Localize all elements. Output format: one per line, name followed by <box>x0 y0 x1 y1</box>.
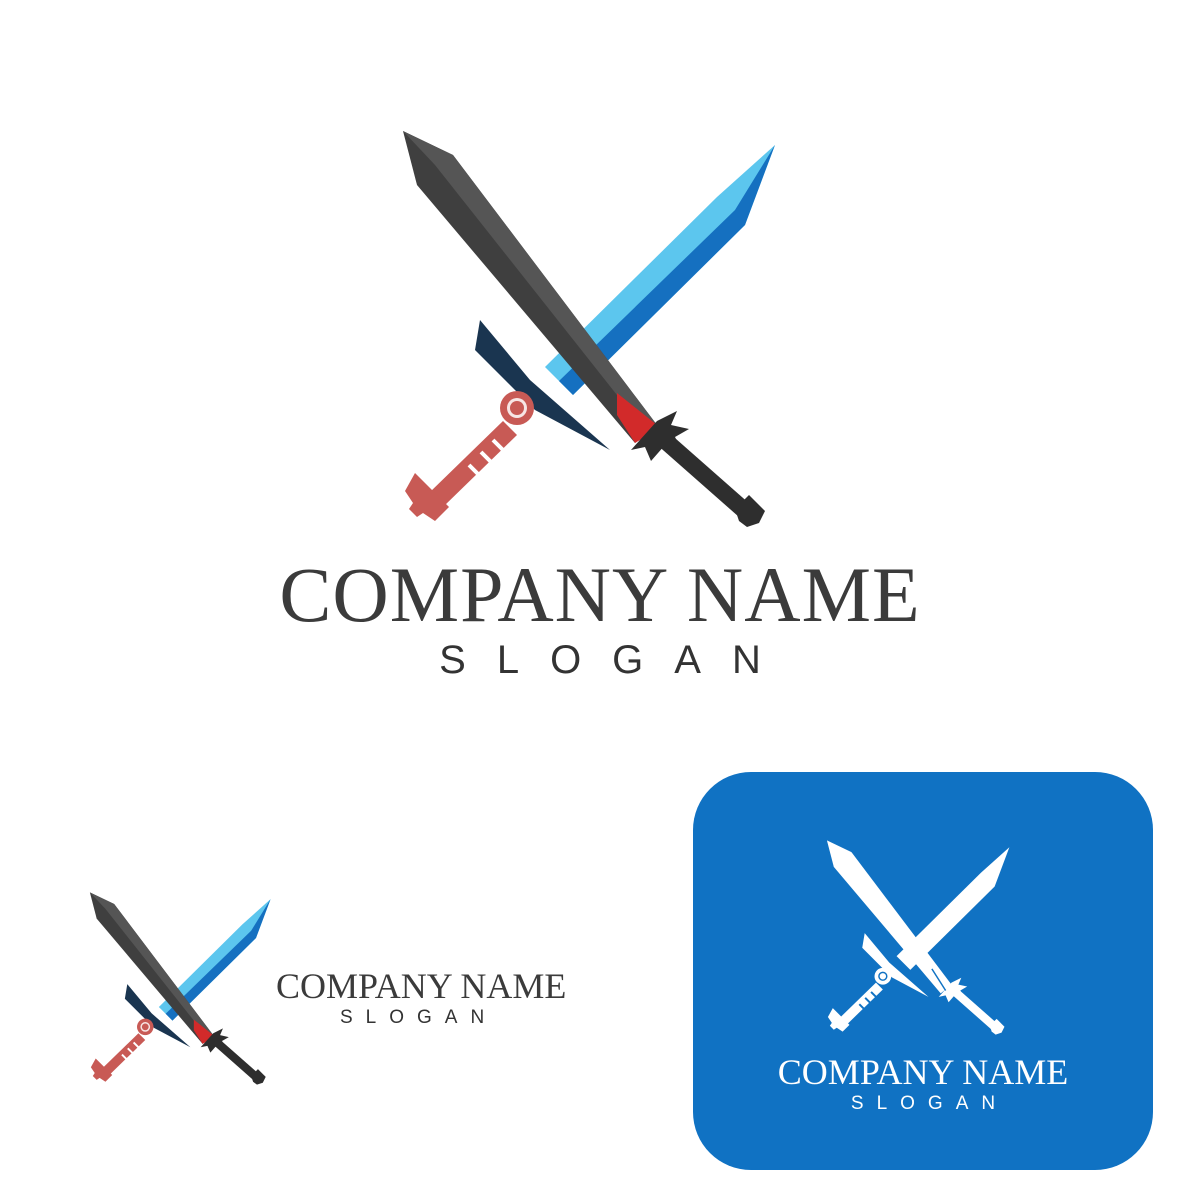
company-name: COMPANY NAME <box>276 966 567 1006</box>
small-logo: COMPANY NAME SLOGAN <box>80 880 640 1100</box>
slogan: SLOGAN <box>340 1007 498 1028</box>
app-icon-tile: COMPANY NAME SLOGAN <box>693 772 1153 1170</box>
crossed-swords-white-icon <box>826 840 1010 1035</box>
slogan: SLOGAN <box>439 638 792 682</box>
crossed-swords-icon <box>88 891 272 1086</box>
company-name: COMPANY NAME <box>279 551 921 638</box>
main-logo: COMPANY NAME SLOGAN <box>279 129 921 682</box>
company-name: COMPANY NAME <box>777 1052 1069 1092</box>
crossed-swords-icon <box>401 129 777 529</box>
slogan: SLOGAN <box>850 1093 1009 1114</box>
